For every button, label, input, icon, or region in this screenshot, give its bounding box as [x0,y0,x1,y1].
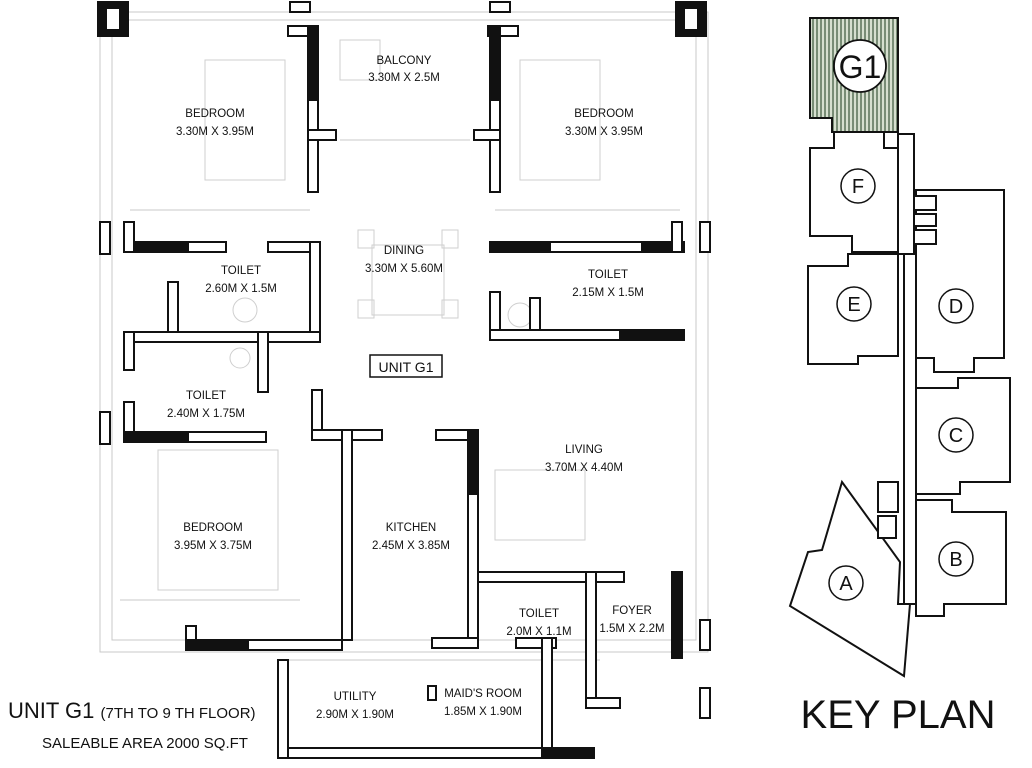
key-lift-1 [877,515,897,539]
walls [97,1,711,759]
key-corridor [903,253,917,605]
utility-dims: 2.90M X 1.90M [316,709,394,721]
key-stair-3 [913,229,937,245]
maid-room-label: MAID'S ROOM [444,688,522,700]
maid-room-dims: 1.85M X 1.90M [444,706,522,718]
foyer-dims: 1.5M X 2.2M [599,623,664,635]
key-circle-c [938,417,974,453]
key-plan: G1 F E D C B A KEY PLAN [788,17,1011,737]
balcony-dims: 3.30M X 2.5M [368,72,440,84]
key-plan-title: KEY PLAN [801,693,996,737]
bedroom-right-dims: 3.30M X 3.95M [565,126,643,138]
key-label-e: E [847,294,860,316]
kitchen-dims: 2.45M X 3.85M [372,540,450,552]
toilet-4-dims: 2.0M X 1.1M [506,626,571,638]
key-label-f: F [852,176,864,198]
toilet-3-dims: 2.40M X 1.75M [167,408,245,420]
room-labels: BALCONY 3.30M X 2.5M BEDROOM 3.30M X 3.9… [167,55,665,721]
unit-tag: UNIT G1 [379,359,434,375]
living-dims: 3.70M X 4.40M [545,462,623,474]
key-label-d: D [949,296,963,318]
dining-label: DINING [384,245,424,257]
caption-area: SALEABLE AREA 2000 SQ.FT [42,735,248,752]
furniture [157,39,601,591]
dining-dims: 3.30M X 5.60M [365,263,443,275]
bedroom-bottom-dims: 3.95M X 3.75M [174,540,252,552]
unit-caption: UNIT G1 (7TH TO 9 TH FLOOR) SALEABLE ARE… [8,698,256,752]
bedroom-left-dims: 3.30M X 3.95M [176,126,254,138]
toilet-4-label: TOILET [519,608,559,620]
foyer-label: FOYER [612,605,652,617]
key-unit-d [915,189,1005,373]
key-label-c: C [949,425,963,447]
caption-title: UNIT G1 (7TH TO 9 TH FLOOR) [8,698,256,723]
key-label-b: B [949,549,962,571]
toilet-1-label: TOILET [221,265,261,277]
toilet-3-label: TOILET [186,390,226,402]
balcony-label: BALCONY [377,55,432,67]
key-circle-a [828,565,864,601]
key-circle-e [836,286,872,322]
utility-label: UTILITY [334,691,377,703]
key-stair-1 [913,195,937,211]
plan-outline [99,11,709,661]
key-core-upper [897,133,915,255]
key-lift-core [877,481,899,513]
kitchen-label: KITCHEN [386,522,436,534]
key-label-a: A [839,573,853,595]
bedroom-right-label: BEDROOM [574,108,633,120]
bedroom-left-label: BEDROOM [185,108,244,120]
key-circle-g1 [833,39,887,93]
key-stair-2 [913,213,937,227]
key-circle-f [840,168,876,204]
key-circle-b [938,541,974,577]
key-circle-d [938,288,974,324]
living-label: LIVING [565,444,603,456]
toilet-2-dims: 2.15M X 1.5M [572,287,644,299]
toilet-2-label: TOILET [588,269,628,281]
unit-tag-box [369,354,443,378]
key-label-g1: G1 [839,49,882,85]
toilet-1-dims: 2.60M X 1.5M [205,283,277,295]
bedroom-bottom-label: BEDROOM [183,522,242,534]
